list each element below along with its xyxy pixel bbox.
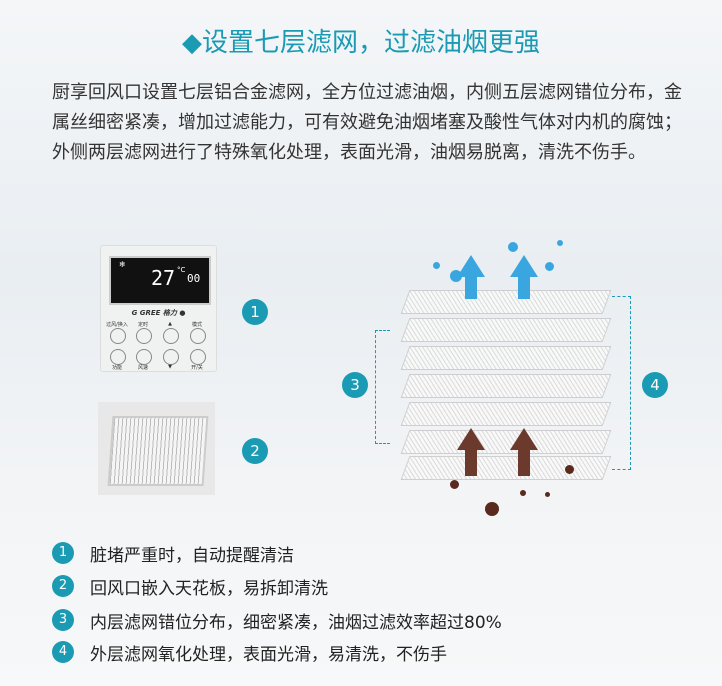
oil-smoke-arrow-icon <box>457 428 485 450</box>
description: 厨享回风口设置七层铝合金滤网，全方位过滤油烟，内侧五层滤网错位分布，金属丝细密紧… <box>52 82 682 163</box>
inner-layers-bracket <box>375 330 390 444</box>
callout-4: 4 <box>642 372 668 398</box>
filter-layer <box>400 318 612 342</box>
oil-particle <box>520 490 526 496</box>
snowflake-icon: ❄ <box>119 260 126 269</box>
page-title: ◆设置七层滤网，过滤油烟更强 <box>182 28 540 58</box>
controller-button <box>136 349 152 365</box>
airflow-arrow-icon <box>457 255 485 277</box>
droplet <box>508 242 518 252</box>
oil-smoke-arrow-icon <box>510 428 538 450</box>
filter-layer <box>400 456 612 480</box>
callout-2: 2 <box>242 438 268 464</box>
button-label: 风速 <box>137 365 148 371</box>
filter-grille <box>107 416 209 486</box>
oil-particle <box>485 502 499 516</box>
oil-smoke-arrow-shaft <box>518 450 530 476</box>
feature-item: 1 脏堵严重时，自动提醒清洁 <box>52 540 294 566</box>
callout-3: 3 <box>342 372 368 398</box>
outer-layers-bracket <box>612 296 631 470</box>
button-label: 过风/换入 <box>106 322 128 328</box>
droplet <box>433 262 440 269</box>
button-label: 定时 <box>137 322 148 328</box>
timer-readout: 00 <box>187 272 201 285</box>
droplet <box>450 270 462 282</box>
oil-particle <box>565 465 574 474</box>
filter-layer <box>400 290 612 314</box>
filter-layer <box>400 402 612 426</box>
controller-button <box>110 349 126 365</box>
button-label: ▼ <box>168 364 172 370</box>
filter-layer <box>400 430 612 454</box>
oil-smoke-arrow-shaft <box>465 450 477 476</box>
feature-number: 3 <box>52 609 74 631</box>
button-label: ▲ <box>168 321 172 327</box>
controller-button <box>163 349 179 365</box>
brand-logo: G GREE 格力 ● <box>131 309 186 317</box>
button-label: 模式 <box>191 322 202 328</box>
airflow-arrow-shaft <box>518 277 530 299</box>
droplet <box>545 262 554 271</box>
controller-button <box>136 328 152 344</box>
feature-item: 2 回风口嵌入天花板，易拆卸清洗 <box>52 573 328 599</box>
droplet <box>557 240 563 246</box>
airflow-arrow-icon <box>510 255 538 277</box>
feature-number: 4 <box>52 641 74 663</box>
button-label: 开/关 <box>191 365 203 371</box>
temperature-readout: 27 <box>151 266 176 290</box>
controller-display: ❄ 27 °C 00 <box>109 256 211 305</box>
ceiling-return-grille-image <box>98 402 215 495</box>
button-label: 功能 <box>111 365 122 371</box>
filter-layer <box>400 346 612 370</box>
feature-text: 内层滤网错位分布，细密紧凑，油烟过滤效率超过80% <box>90 612 502 633</box>
filter-layer <box>400 374 612 398</box>
feature-text: 回风口嵌入天花板，易拆卸清洗 <box>90 578 328 599</box>
feature-text: 脏堵严重时，自动提醒清洁 <box>90 545 294 566</box>
controller-button <box>190 349 206 365</box>
controller-button <box>190 328 206 344</box>
feature-number: 2 <box>52 575 74 597</box>
feature-text: 外层滤网氧化处理，表面光滑，易清洗，不伤手 <box>90 644 447 665</box>
feature-item: 4 外层滤网氧化处理，表面光滑，易清洗，不伤手 <box>52 639 447 665</box>
callout-1: 1 <box>242 299 268 325</box>
feature-item: 3 内层滤网错位分布，细密紧凑，油烟过滤效率超过80% <box>52 607 502 633</box>
temperature-unit: °C <box>177 266 186 274</box>
wired-controller-image: ❄ 27 °C 00 G GREE 格力 ● 过风/换入 定时 ▲ 模式 功能 … <box>100 245 217 372</box>
controller-button <box>110 328 126 344</box>
oil-particle <box>545 492 550 497</box>
feature-number: 1 <box>52 542 74 564</box>
airflow-arrow-shaft <box>465 277 477 299</box>
controller-button <box>163 328 179 344</box>
oil-particle <box>450 480 459 489</box>
